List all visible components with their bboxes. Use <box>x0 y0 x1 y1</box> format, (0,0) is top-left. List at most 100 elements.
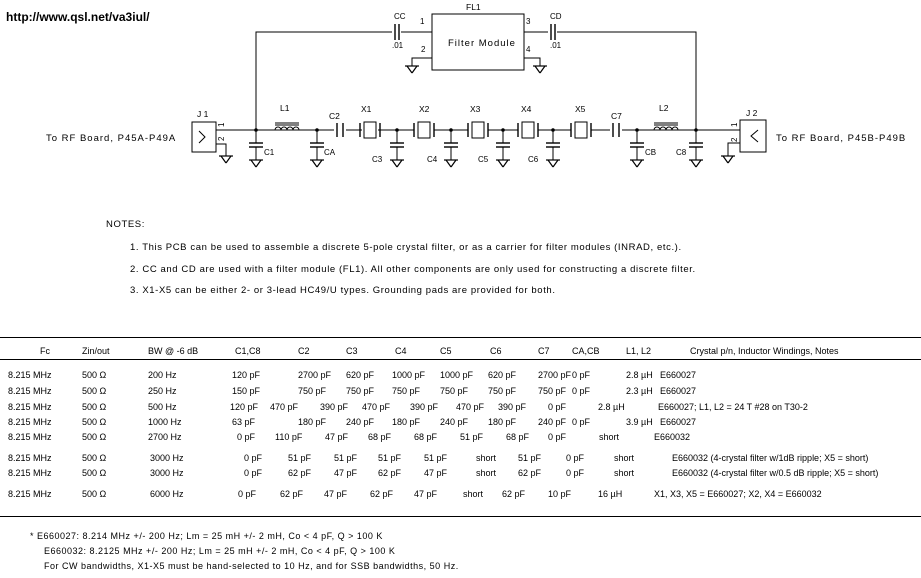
table-cell: 47 pF <box>424 468 448 478</box>
table-header-cell: L1, L2 <box>626 346 652 356</box>
table-cell: 3000 Hz <box>150 468 184 478</box>
table-cell: 47 pF <box>334 468 358 478</box>
ca-label: CA <box>324 148 336 157</box>
cc-label: CC <box>394 12 406 21</box>
table-cell: short <box>476 453 497 463</box>
table-cell: 500 Ω <box>82 432 107 442</box>
table-cell: 470 pF <box>456 402 485 412</box>
table-cell: 62 pF <box>370 489 394 499</box>
table-cell: 51 pF <box>378 453 402 463</box>
table-cell: 62 pF <box>518 468 542 478</box>
table-cell: 500 Ω <box>82 417 107 427</box>
table-cell: short <box>463 489 484 499</box>
table-cell: 2700 Hz <box>148 432 182 442</box>
cd-value: .01 <box>550 41 562 50</box>
table-cell: 620 pF <box>488 370 517 380</box>
table-cell: 0 pF <box>548 402 567 412</box>
cd-label: CD <box>550 12 562 21</box>
table-cell: 2700 pF <box>298 370 332 380</box>
table-cell: 750 pF <box>538 386 567 396</box>
table-cell: E660032 (4-crystal filter w/1dB ripple; … <box>672 453 869 463</box>
table-cell: 47 pF <box>325 432 349 442</box>
table-cell: 750 pF <box>346 386 375 396</box>
right-connection-text: To RF Board, P45B-P49B <box>776 133 906 144</box>
table-cell: 62 pF <box>378 468 402 478</box>
table-cell: E660027 <box>660 386 697 396</box>
j1-label: J 1 <box>197 109 209 119</box>
table-cell: 8.215 MHz <box>8 489 52 499</box>
table-cell: 62 pF <box>280 489 304 499</box>
table-cell: 0 pF <box>572 386 591 396</box>
table-cell: 0 pF <box>566 468 585 478</box>
table-cell: 8.215 MHz <box>8 468 52 478</box>
table-cell: 51 pF <box>518 453 542 463</box>
table-cell: 62 pF <box>288 468 312 478</box>
table-header-cell: C7 <box>538 346 550 356</box>
table-cell: short <box>599 432 620 442</box>
table-cell: E660027; L1, L2 = 24 T #28 on T30-2 <box>658 402 808 412</box>
table-cell: 240 pF <box>538 417 567 427</box>
table-cell: 750 pF <box>298 386 327 396</box>
table-cell: 8.215 MHz <box>8 453 52 463</box>
c6-label: C6 <box>528 155 539 164</box>
table-cell: 500 Hz <box>148 402 177 412</box>
table-cell: 47 pF <box>324 489 348 499</box>
table-header-cell: Zin/out <box>82 346 110 356</box>
l1-label: L1 <box>280 103 290 113</box>
c7-label: C7 <box>611 111 622 121</box>
fl1-label: FL1 <box>466 2 481 12</box>
cc-value: .01 <box>392 41 404 50</box>
table-cell: 47 pF <box>414 489 438 499</box>
table-cell: 390 pF <box>320 402 349 412</box>
j2-pin-1: 1 <box>730 122 739 127</box>
table-cell: 120 pF <box>232 370 261 380</box>
table-cell: 10 pF <box>548 489 572 499</box>
table-cell: 8.215 MHz <box>8 432 52 442</box>
c2-label: C2 <box>329 111 340 121</box>
table-cell: 68 pF <box>414 432 438 442</box>
table-cell: 68 pF <box>368 432 392 442</box>
table-header-cell: CA,CB <box>572 346 600 356</box>
table-cell: E660032 <box>654 432 691 442</box>
table-cell: 150 pF <box>232 386 261 396</box>
table-cell: 200 Hz <box>148 370 177 380</box>
table-cell: 500 Ω <box>82 489 107 499</box>
table-header-cell: Fc <box>40 346 50 356</box>
note-3: 3. X1-X5 can be either 2- or 3-lead HC49… <box>130 285 556 296</box>
footnote-e660027: * E660027: 8.214 MHz +/- 200 Hz; Lm = 25… <box>30 531 383 541</box>
table-cell: 750 pF <box>392 386 421 396</box>
filter-module-box <box>431 13 525 71</box>
table-cell: 390 pF <box>410 402 439 412</box>
table-cell: short <box>476 468 497 478</box>
left-connection-text: To RF Board, P45A-P49A <box>46 133 176 144</box>
table-cell: 500 Ω <box>82 402 107 412</box>
x2-label: X2 <box>419 104 430 114</box>
table-cell: 51 pF <box>334 453 358 463</box>
table-cell: 0 pF <box>566 453 585 463</box>
table-cell: 51 pF <box>460 432 484 442</box>
table-cell: 180 pF <box>298 417 327 427</box>
table-cell: 500 Ω <box>82 453 107 463</box>
table-header-cell: C6 <box>490 346 502 356</box>
table-cell: 16 µH <box>598 489 623 499</box>
table-cell: 8.215 MHz <box>8 370 52 380</box>
table-cell: 68 pF <box>506 432 530 442</box>
note-2: 2. CC and CD are used with a filter modu… <box>130 264 696 275</box>
table-cell: 1000 pF <box>392 370 426 380</box>
table-cell: 0 pF <box>572 370 591 380</box>
source-url: http://www.qsl.net/va3iul/ <box>6 10 150 24</box>
footnote-e660032: E660032: 8.2125 MHz +/- 200 Hz; Lm = 25 … <box>44 546 396 556</box>
table-cell: 750 pF <box>488 386 517 396</box>
table-cell: E660027 <box>660 370 697 380</box>
note-1: 1. This PCB can be used to assemble a di… <box>130 242 682 253</box>
table-cell: 2.8 µH <box>598 402 625 412</box>
table-cell: 750 pF <box>440 386 469 396</box>
fl1-pin-1: 1 <box>420 17 425 26</box>
footnote-bandwidth: For CW bandwidths, X1-X5 must be hand-se… <box>44 561 459 571</box>
table-cell: 51 pF <box>424 453 448 463</box>
table-cell: 2700 pF <box>538 370 572 380</box>
table-cell: 250 Hz <box>148 386 177 396</box>
table-cell: 500 Ω <box>82 386 107 396</box>
table-cell: 470 pF <box>270 402 299 412</box>
j2-label: J 2 <box>746 108 758 118</box>
